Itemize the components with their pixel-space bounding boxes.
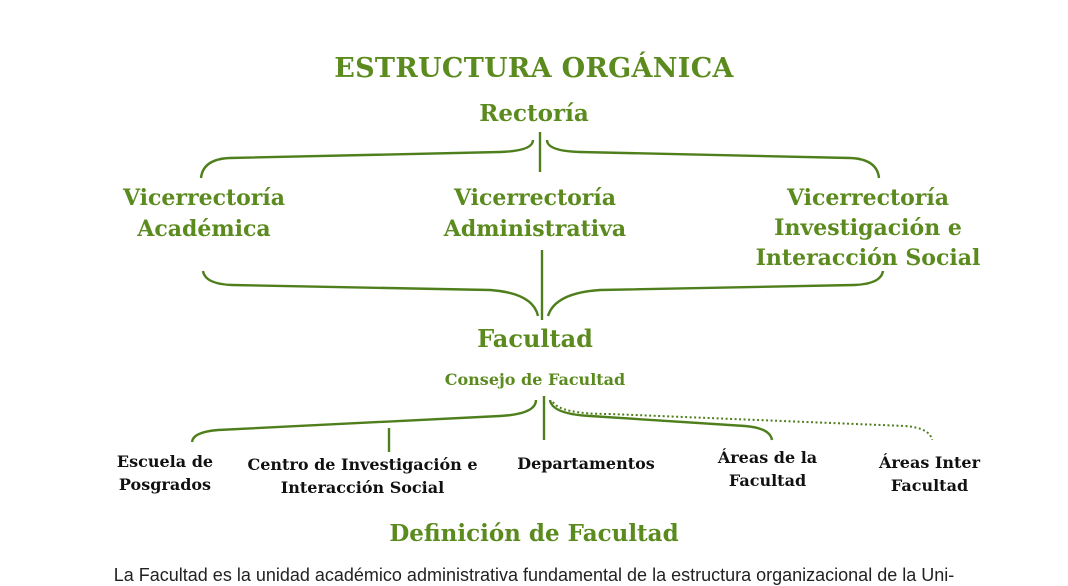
node-label-line: Escuela de bbox=[116, 452, 214, 471]
node-label-line: Departamentos bbox=[517, 454, 655, 473]
node-vicerrectoria-administrativa: Vicerrectoría Administrativa bbox=[420, 183, 650, 245]
brace-rectoria-left bbox=[199, 139, 535, 179]
node-centro-de-investigacion: Centro de Investigación e Interacción So… bbox=[240, 453, 485, 499]
branch-areas-facultad bbox=[548, 399, 774, 441]
diagram-title: ESTRUCTURA ORGÁNICA bbox=[334, 53, 734, 84]
node-vicerrectoria-academica: Vicerrectoría Académica bbox=[104, 183, 304, 245]
node-label-line: Facultad bbox=[728, 471, 807, 490]
node-label-line: Administrativa bbox=[443, 216, 627, 242]
node-label-line: Vicerrectoría bbox=[786, 185, 950, 211]
node-consejo-de-facultad: Consejo de Facultad bbox=[444, 370, 626, 389]
node-departamentos: Departamentos bbox=[500, 452, 672, 475]
node-label-line: Interacción Social bbox=[755, 245, 981, 271]
node-areas-de-la-facultad: Áreas de la Facultad bbox=[700, 446, 835, 492]
node-vicerrectoria-investigacion: Vicerrectoría Investigación e Interacció… bbox=[740, 183, 996, 273]
brace-rectoria-right bbox=[545, 139, 881, 179]
definition-title: Definición de Facultad bbox=[389, 520, 679, 547]
branch-escuela bbox=[190, 399, 538, 443]
node-escuela-de-posgrados: Escuela de Posgrados bbox=[100, 450, 230, 496]
node-label-line: Facultad bbox=[890, 476, 969, 495]
node-label-line: Vicerrectoría bbox=[453, 185, 617, 211]
node-label-line: Posgrados bbox=[118, 475, 212, 494]
branch-areas-inter bbox=[552, 401, 933, 441]
brace-academica-facultad bbox=[201, 270, 540, 317]
node-label-line: Interacción Social bbox=[280, 478, 445, 497]
node-label-line: Investigación e bbox=[774, 215, 962, 241]
node-label-line: Vicerrectoría bbox=[122, 185, 286, 211]
definition-paragraph: La Facultad es la unidad académico admin… bbox=[113, 565, 955, 585]
brace-investigacion-facultad bbox=[546, 270, 885, 317]
node-areas-inter-facultad: Áreas Inter Facultad bbox=[862, 451, 997, 497]
node-label-line: Áreas Inter bbox=[878, 453, 981, 472]
node-label-line: Académica bbox=[137, 216, 271, 242]
node-facultad: Facultad bbox=[477, 324, 593, 353]
node-label-line: Centro de Investigación e bbox=[247, 455, 478, 474]
node-label-line: Áreas de la bbox=[717, 448, 818, 467]
node-rectoria: Rectoría bbox=[479, 100, 589, 127]
